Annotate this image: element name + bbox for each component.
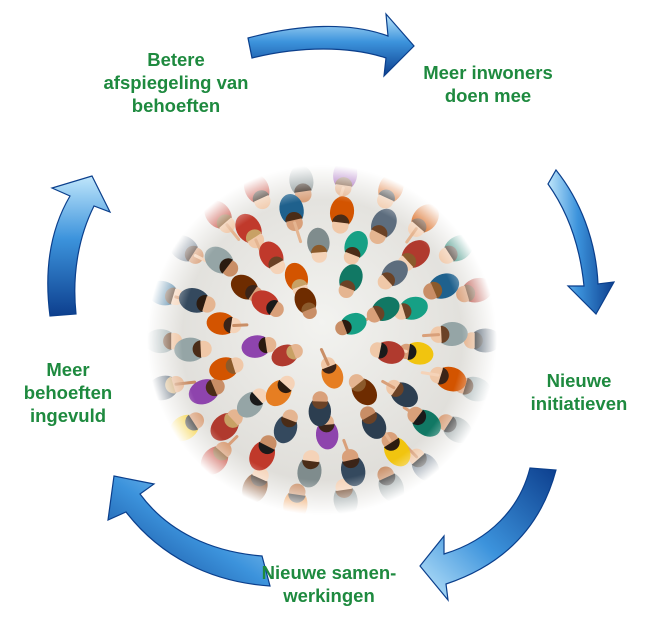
step-label-line: Nieuwe: [513, 369, 645, 392]
step-label-line: Nieuwe samen-: [240, 561, 418, 584]
step-label-line: behoeften: [76, 94, 276, 117]
step-label-line: Betere: [76, 48, 276, 71]
step-label-line: doen mee: [393, 84, 583, 107]
step-label-line: initiatieven: [513, 392, 645, 415]
step-label-line: Meer inwoners: [393, 61, 583, 84]
step-label-meer-behoeften: Meer behoeften ingevuld: [4, 358, 132, 427]
crowd-photo: [144, 157, 501, 522]
step-label-line: werkingen: [240, 584, 418, 607]
step-label-nieuwe-samenwerkingen: Nieuwe samen- werkingen: [240, 561, 418, 607]
person-raised-arm: [234, 325, 247, 326]
step-label-line: Meer: [4, 358, 132, 381]
person-raised-arm: [176, 382, 195, 384]
arrow-right: [548, 170, 614, 314]
step-label-betere-afspiegeling: Betere afspiegeling van behoeften: [76, 48, 276, 117]
arrow-bottom-right: [420, 468, 556, 600]
step-label-meer-inwoners: Meer inwoners doen mee: [393, 61, 583, 107]
person-raised-arm: [424, 335, 439, 336]
step-label-line: afspiegeling van: [76, 71, 276, 94]
step-label-line: behoeften: [4, 381, 132, 404]
step-label-nieuwe-initiatieven: Nieuwe initiatieven: [513, 369, 645, 415]
step-label-line: ingevuld: [4, 404, 132, 427]
arrow-left: [48, 176, 110, 316]
